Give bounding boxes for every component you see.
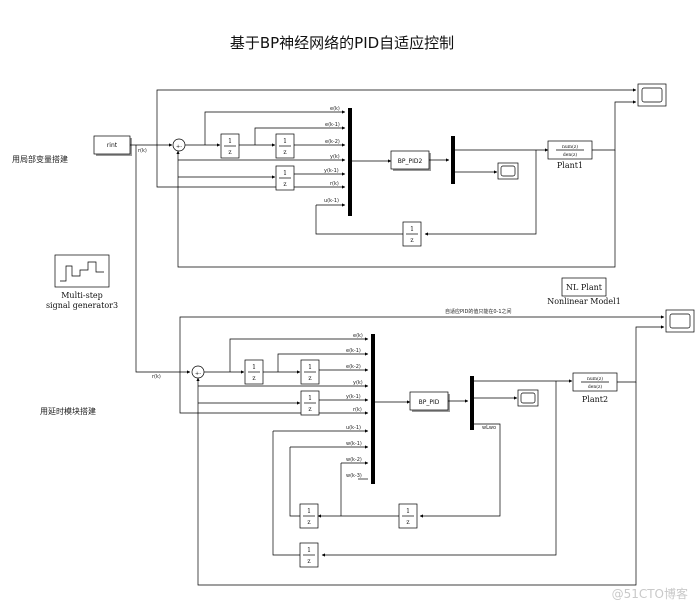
svg-text:w(k-2): w(k-2) (346, 457, 362, 463)
nonlinear-model-label: Nonlinear Model1 (547, 297, 621, 306)
svg-text:e(k-2): e(k-2) (346, 364, 361, 370)
misc-blocks: NL Plant Nonlinear Model1 Multi-step sig… (46, 254, 621, 310)
top-mux[interactable] (348, 108, 352, 216)
svg-text:z: z (307, 519, 310, 526)
top-uk1-label: u(k-1) (324, 198, 339, 204)
svg-text:num(z): num(z) (587, 375, 603, 382)
watermark: @51CTO博客 (612, 586, 688, 601)
svg-text:u(k-1): u(k-1) (346, 425, 361, 431)
svg-text:NL Plant: NL Plant (566, 283, 603, 292)
top-yk1-label: y(k-1) (324, 168, 339, 174)
top-rk-label: r(k) (138, 148, 147, 154)
top-subsystem: rint r(k) +- e(k) 1 z e(k-1) 1 z e(k-2) (93, 83, 667, 374)
svg-text:1: 1 (410, 226, 414, 233)
bottom-demux[interactable] (470, 376, 474, 430)
top-rk-mux-label: r(k) (330, 181, 339, 187)
svg-text:w(k-3): w(k-3) (346, 473, 362, 479)
svg-text:wLwo: wLwo (482, 425, 496, 431)
top-sum-signs: +- (176, 144, 182, 150)
rint-label: rint (107, 142, 118, 149)
svg-text:r(k): r(k) (353, 407, 362, 413)
bottom-mux[interactable] (371, 334, 375, 484)
svg-text:z: z (283, 181, 286, 188)
svg-text:z: z (308, 406, 311, 413)
note-global-var: 用局部变量搭建 (12, 154, 68, 164)
note-delay-module: 用延时模块搭建 (40, 406, 96, 416)
svg-text:BP_PID2: BP_PID2 (398, 158, 423, 165)
top-ek2-label: e(k-2) (325, 139, 340, 145)
svg-text:1: 1 (283, 170, 287, 177)
svg-text:1: 1 (308, 364, 312, 371)
svg-text:z: z (283, 149, 286, 156)
svg-text:1: 1 (406, 508, 410, 515)
svg-text:e(k): e(k) (353, 333, 363, 339)
svg-text:den(z): den(z) (588, 383, 603, 390)
bottom-rk-label: r(k) (152, 374, 161, 380)
svg-text:1: 1 (308, 395, 312, 402)
svg-text:z: z (406, 519, 409, 526)
bottom-subsystem: r(k) +- e(k) 1 z e(k-1) 1 z e(k-2) y(k) … (152, 309, 695, 586)
svg-text:1: 1 (283, 138, 287, 145)
svg-text:z: z (252, 375, 255, 382)
svg-text:z: z (307, 558, 310, 565)
svg-text:Multi-step: Multi-step (61, 291, 103, 300)
svg-text:e(k-1): e(k-1) (346, 348, 361, 354)
svg-text:+-: +- (195, 371, 201, 377)
svg-text:1: 1 (228, 138, 232, 145)
svg-text:1: 1 (252, 364, 256, 371)
svg-text:1: 1 (307, 547, 311, 554)
plant1-label: Plant1 (557, 161, 583, 170)
svg-text:z: z (308, 375, 311, 382)
svg-text:BP_PID: BP_PID (419, 399, 440, 406)
svg-text:den(z): den(z) (563, 151, 578, 158)
svg-text:w(k-1): w(k-1) (346, 441, 362, 447)
svg-text:signal generator3: signal generator3 (46, 301, 118, 310)
top-demux[interactable] (451, 136, 455, 184)
svg-text:num(z): num(z) (562, 143, 578, 150)
multistep-generator[interactable] (54, 254, 110, 288)
top-ek-label: e(k) (330, 106, 340, 112)
svg-text:1: 1 (307, 508, 311, 515)
nl-plant-block[interactable] (561, 277, 607, 297)
top-yk-label: y(k) (330, 154, 340, 160)
diagram-title: 基于BP神经网络的PID自适应控制 (230, 34, 454, 52)
svg-text:z: z (228, 149, 231, 156)
top-ek1-label: e(k-1) (325, 122, 340, 128)
svg-text:y(k-1): y(k-1) (346, 394, 361, 400)
svg-text:z: z (410, 237, 413, 244)
note-output-range: 自适应PID的值只能在0-1之间 (445, 308, 512, 315)
plant2-label: Plant2 (582, 395, 608, 404)
svg-text:y(k): y(k) (353, 380, 363, 386)
